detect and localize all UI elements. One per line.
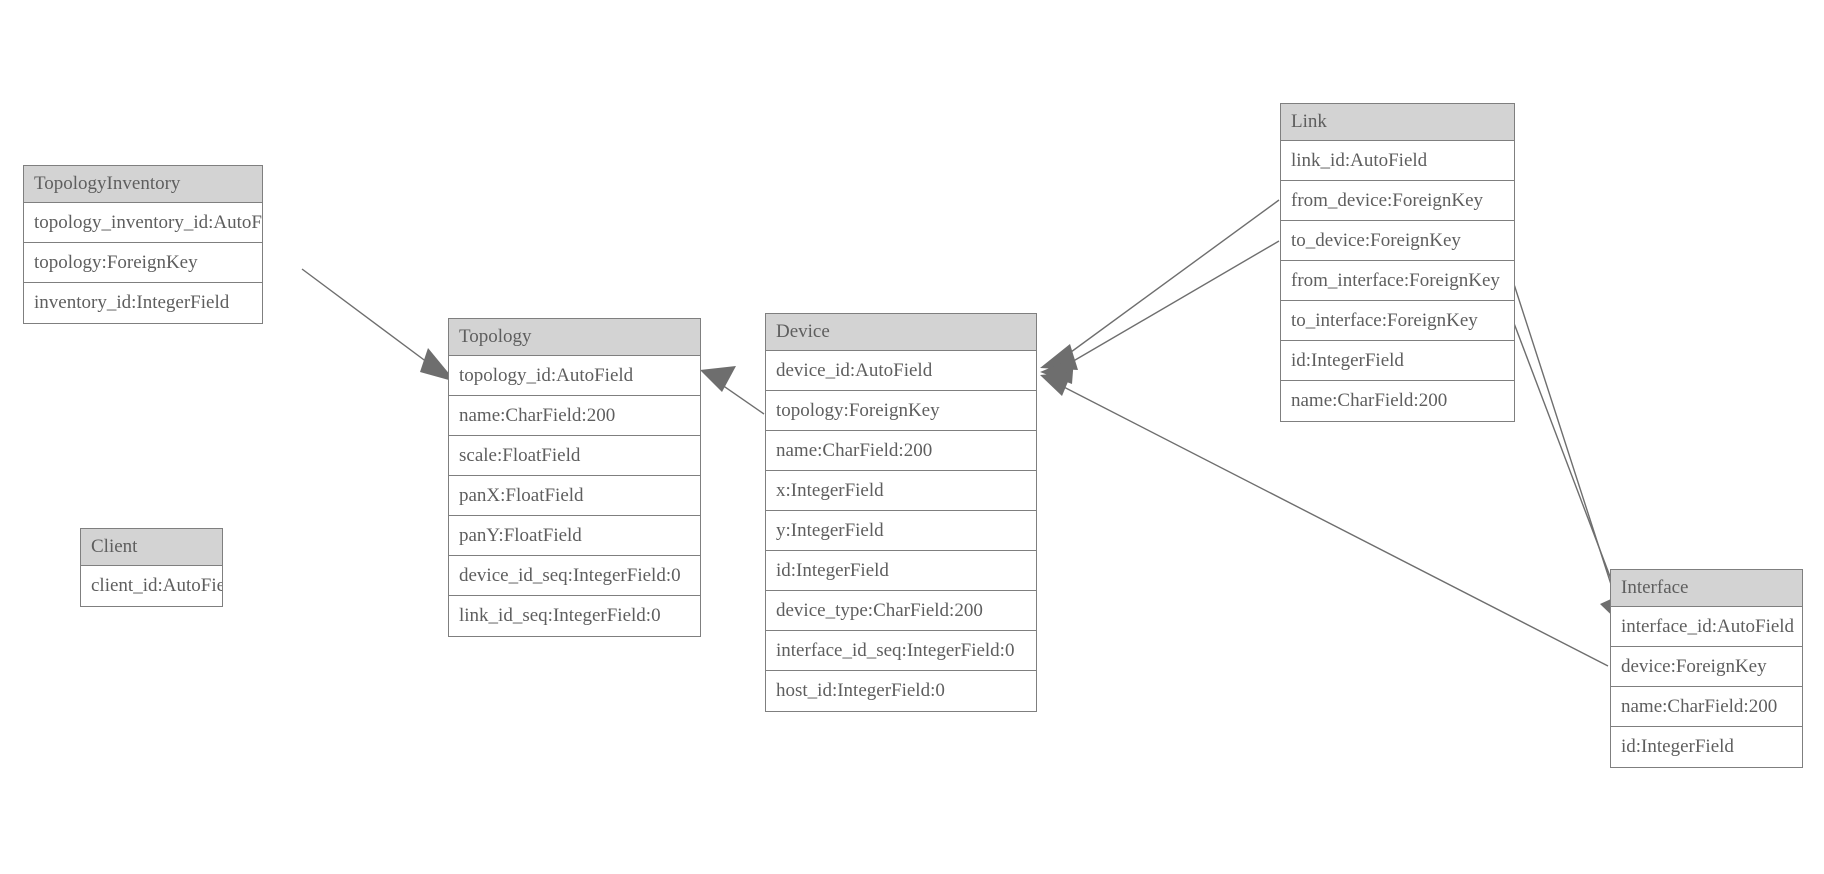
- field-row[interactable]: topology_inventory_id:AutoField: [24, 203, 262, 243]
- field-row[interactable]: topology_id:AutoField: [449, 356, 700, 396]
- entity-interface[interactable]: Interface interface_id:AutoField device:…: [1610, 569, 1803, 768]
- field-row[interactable]: client_id:AutoField: [81, 566, 222, 606]
- entity-fields-client: client_id:AutoField: [81, 566, 222, 606]
- field-row[interactable]: id:IntegerField: [1281, 341, 1514, 381]
- field-row[interactable]: link_id_seq:IntegerField:0: [449, 596, 700, 636]
- entity-fields-device: device_id:AutoField topology:ForeignKey …: [766, 351, 1036, 711]
- field-row[interactable]: device_type:CharField:200: [766, 591, 1036, 631]
- edge-device-to-topology: [700, 366, 765, 415]
- entity-fields-topology: topology_id:AutoField name:CharField:200…: [449, 356, 700, 636]
- field-row[interactable]: y:IntegerField: [766, 511, 1036, 551]
- field-row[interactable]: link_id:AutoField: [1281, 141, 1514, 181]
- field-row[interactable]: name:CharField:200: [1611, 687, 1802, 727]
- field-row[interactable]: panY:FloatField: [449, 516, 700, 556]
- field-row[interactable]: to_device:ForeignKey: [1281, 221, 1514, 261]
- entity-title-topology-inventory: TopologyInventory: [24, 166, 262, 203]
- field-row[interactable]: name:CharField:200: [1281, 381, 1514, 421]
- entity-title-topology: Topology: [449, 319, 700, 356]
- field-row[interactable]: x:IntegerField: [766, 471, 1036, 511]
- field-row[interactable]: inventory_id:IntegerField: [24, 283, 262, 323]
- entity-title-interface: Interface: [1611, 570, 1802, 607]
- field-row[interactable]: from_interface:ForeignKey: [1281, 261, 1514, 301]
- entity-link[interactable]: Link link_id:AutoField from_device:Forei…: [1280, 103, 1515, 422]
- edge-link-from-device-to-device: [1040, 199, 1280, 370]
- edge-link-to-device-to-device: [1040, 240, 1280, 384]
- entity-topology-inventory[interactable]: TopologyInventory topology_inventory_id:…: [23, 165, 263, 324]
- field-row[interactable]: to_interface:ForeignKey: [1281, 301, 1514, 341]
- field-row[interactable]: topology:ForeignKey: [24, 243, 262, 283]
- field-row[interactable]: interface_id:AutoField: [1611, 607, 1802, 647]
- field-row[interactable]: device:ForeignKey: [1611, 647, 1802, 687]
- field-row[interactable]: interface_id_seq:IntegerField:0: [766, 631, 1036, 671]
- entity-title-link: Link: [1281, 104, 1514, 141]
- field-row[interactable]: panX:FloatField: [449, 476, 700, 516]
- field-row[interactable]: name:CharField:200: [449, 396, 700, 436]
- entity-title-client: Client: [81, 529, 222, 566]
- field-row[interactable]: id:IntegerField: [1611, 727, 1802, 767]
- entity-device[interactable]: Device device_id:AutoField topology:Fore…: [765, 313, 1037, 712]
- entity-title-device: Device: [766, 314, 1036, 351]
- entity-fields-interface: interface_id:AutoField device:ForeignKey…: [1611, 607, 1802, 767]
- entity-fields-topology-inventory: topology_inventory_id:AutoField topology…: [24, 203, 262, 323]
- field-row[interactable]: device_id_seq:IntegerField:0: [449, 556, 700, 596]
- entity-fields-link: link_id:AutoField from_device:ForeignKey…: [1281, 141, 1514, 421]
- edge-topologyinventory-to-topology: [301, 268, 456, 382]
- field-row[interactable]: scale:FloatField: [449, 436, 700, 476]
- field-row[interactable]: from_device:ForeignKey: [1281, 181, 1514, 221]
- field-row[interactable]: device_id:AutoField: [766, 351, 1036, 391]
- field-row[interactable]: name:CharField:200: [766, 431, 1036, 471]
- entity-client[interactable]: Client client_id:AutoField: [80, 528, 223, 607]
- field-row[interactable]: host_id:IntegerField:0: [766, 671, 1036, 711]
- field-row[interactable]: topology:ForeignKey: [766, 391, 1036, 431]
- entity-topology[interactable]: Topology topology_id:AutoField name:Char…: [448, 318, 701, 637]
- field-row[interactable]: id:IntegerField: [766, 551, 1036, 591]
